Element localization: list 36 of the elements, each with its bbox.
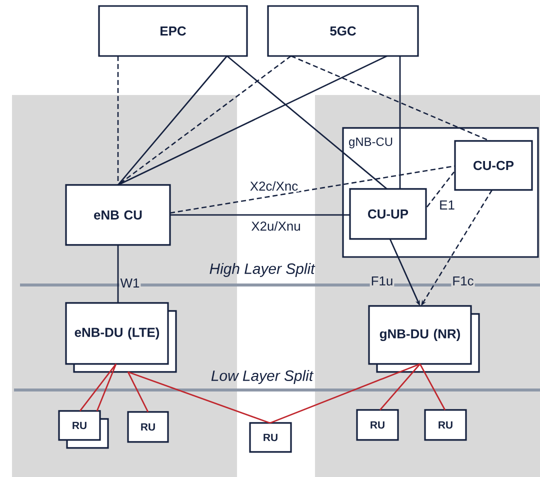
connector (117, 244, 119, 303)
box: RU (424, 409, 467, 441)
split-label: Low Layer Split (211, 370, 314, 384)
connector (118, 55, 388, 186)
box: CU-UP (349, 188, 427, 240)
connector (379, 364, 421, 410)
box-stack: eNB-DU (LTE) (65, 302, 177, 373)
split-label: High Layer Split (210, 263, 316, 277)
box: CU-CP (454, 140, 533, 191)
edge-label: X2u/Xnu (250, 220, 302, 232)
connector (290, 55, 490, 142)
box-stack: RU (58, 410, 109, 449)
box: RU (127, 411, 169, 443)
connector (127, 372, 149, 412)
box: eNB CU (65, 184, 171, 246)
connector (117, 56, 228, 186)
box: EPC (98, 5, 248, 57)
connector (419, 364, 446, 410)
box: RU (356, 409, 399, 441)
connector (170, 214, 350, 216)
connector (399, 56, 401, 189)
edge-label: W1 (119, 278, 141, 288)
connector (128, 371, 270, 424)
edge-label: E1 (438, 200, 456, 210)
connector (118, 55, 292, 186)
box: RU (249, 422, 292, 453)
connector (79, 364, 117, 412)
connector (96, 364, 117, 412)
edge-label: X2c/Xnc (248, 180, 300, 192)
connector (170, 165, 456, 214)
connector (226, 55, 388, 190)
connector (270, 363, 420, 424)
connector (426, 172, 455, 208)
box-stack: gNB-DU (NR) (368, 305, 480, 373)
box: 5GC (267, 5, 419, 57)
edge-label: F1c (451, 275, 475, 286)
